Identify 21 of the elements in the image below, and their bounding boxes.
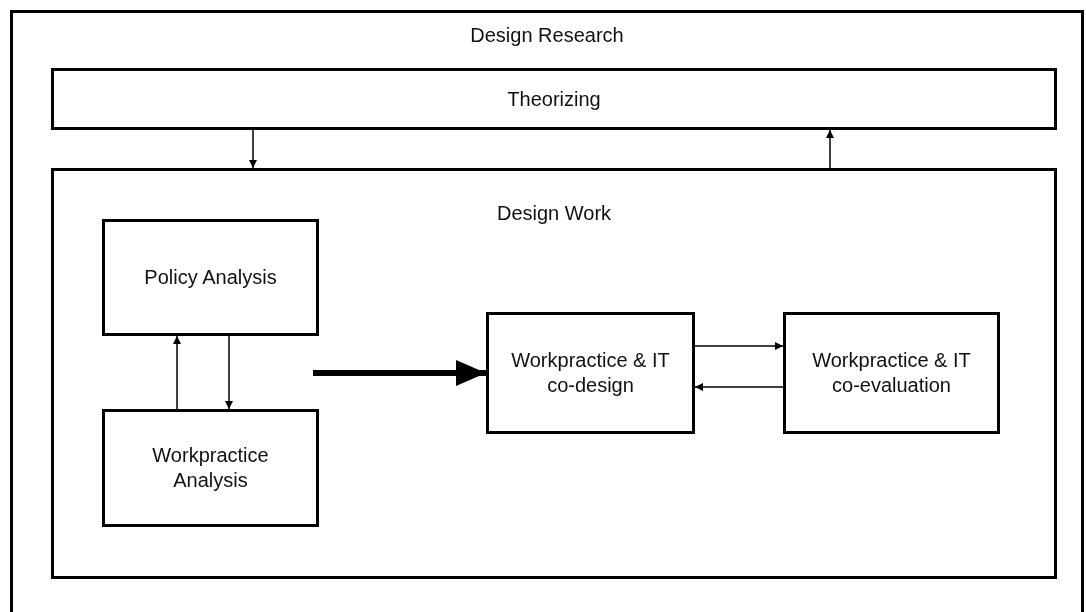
box-label: Workpractice & IT co-design: [510, 348, 671, 398]
arrow: [694, 342, 784, 350]
box-title: Design Research: [469, 23, 625, 48]
process-box: [783, 312, 1000, 434]
box-label: Theorizing: [506, 86, 602, 112]
process-box: [102, 409, 319, 527]
container-box: [10, 10, 1084, 612]
arrow: [225, 335, 233, 410]
arrow: [313, 360, 486, 386]
arrow: [173, 335, 181, 410]
arrow: [694, 383, 784, 391]
box-label: Workpractice Analysis: [151, 443, 270, 493]
box-label: Policy Analysis: [143, 265, 278, 290]
process-box: [486, 312, 695, 434]
arrow: [826, 129, 834, 169]
arrow: [249, 129, 257, 169]
container-box: [51, 168, 1057, 579]
process-box: [51, 68, 1057, 130]
box-label: Workpractice & IT co-evaluation: [811, 348, 972, 398]
process-box: [102, 219, 319, 336]
box-title: Design Work: [495, 201, 613, 226]
